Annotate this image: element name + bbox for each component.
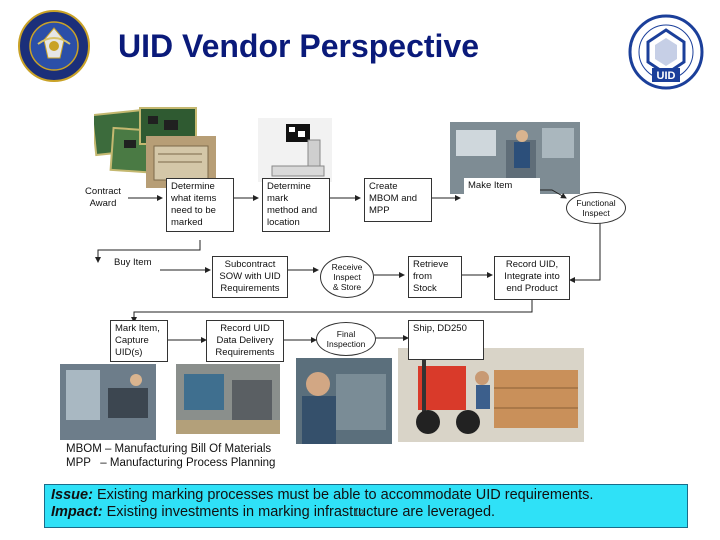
step-contract-award: Contract Award — [78, 184, 128, 214]
step-determine-items: Determine what items need to be marked — [166, 178, 234, 232]
page-number: 12 — [354, 508, 365, 518]
workstation-photo — [60, 364, 156, 440]
impact-label: Impact: — [51, 504, 103, 520]
page-title: UID Vendor Perspective — [118, 28, 480, 64]
step-record-uid-integrate: Record UID, Integrate into end Product — [494, 256, 570, 300]
uid-logo: UID — [628, 14, 704, 90]
inspector-photo — [296, 358, 392, 444]
step-make-item: Make Item — [464, 178, 540, 204]
impact-line: Impact: Existing investments in marking … — [51, 504, 681, 521]
step-retrieve-from-stock: Retrieve from Stock — [408, 256, 462, 298]
impact-text: Existing investments in marking infrastr… — [102, 504, 496, 520]
step-create-mbom: Create MBOM and MPP — [364, 178, 432, 222]
uid-logo-text: UID — [657, 70, 676, 82]
step-buy-item: Buy Item — [110, 255, 160, 273]
marking-machine-photo — [258, 118, 332, 182]
acronym-legend: MBOM – Manufacturing Bill Of Materials M… — [66, 442, 275, 470]
step-subcontract-sow: Subcontract SOW with UID Requirements — [212, 256, 288, 298]
legend-mpp: MPP – Manufacturing Process Planning — [66, 457, 276, 469]
issue-label: Issue: — [51, 487, 93, 503]
step-final-inspection: Final Inspection — [316, 322, 376, 356]
step-mark-item-capture-uid: Mark Item, Capture UID(s) — [110, 320, 168, 362]
issue-line: Issue: Existing marking processes must b… — [51, 487, 681, 504]
step-receive-inspect-store: Receive Inspect & Store — [320, 256, 374, 298]
step-determine-mark-method: Determine mark method and location — [262, 178, 330, 232]
issue-text: Existing marking processes must be able … — [92, 487, 594, 503]
step-ship-dd250: Ship, DD250 — [408, 320, 484, 360]
machine-shop-photo — [176, 364, 280, 434]
dod-seal-logo — [18, 10, 90, 82]
step-functional-inspect: Functional Inspect — [566, 192, 626, 224]
step-record-uid-data-delivery: Record UID Data Delivery Requirements — [206, 320, 284, 362]
legend-mbom: MBOM – Manufacturing Bill Of Materials — [66, 443, 272, 455]
issue-impact-box: Issue: Existing marking processes must b… — [44, 484, 688, 528]
forklift-photo — [398, 348, 584, 442]
